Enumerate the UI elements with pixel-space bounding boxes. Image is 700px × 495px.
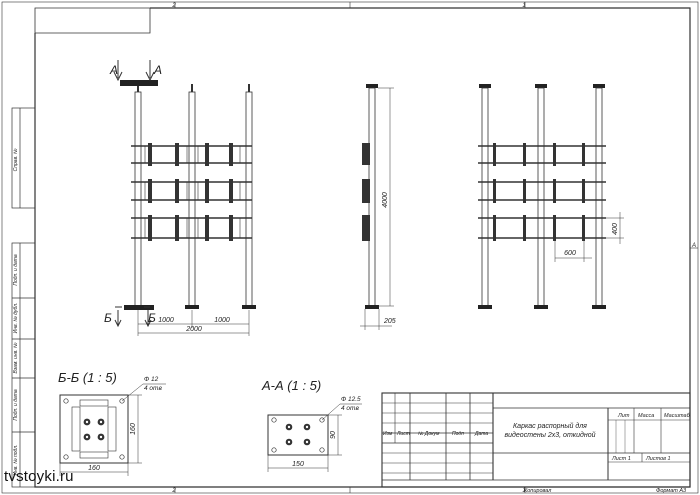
zone-label-top-1: 1 xyxy=(522,3,525,9)
watermark-text: tvstoyki.ru xyxy=(4,468,74,485)
zone-label-right-a: A xyxy=(691,243,696,249)
detail-a-dim-width: 150 xyxy=(292,461,304,468)
front-view xyxy=(113,60,256,336)
tb-header-izm: Изм xyxy=(383,431,393,437)
stamp-reference-no: Справ. № xyxy=(13,148,19,171)
dim-height-4000: 4000 xyxy=(382,192,389,208)
tb-copied-label: Копировал xyxy=(524,488,551,494)
tb-format-label: Формат А3 xyxy=(656,488,687,494)
tb-name-line-1: Каркас распорный для xyxy=(513,422,587,430)
dim-span-1: 1000 xyxy=(158,317,174,324)
detail-b-plate xyxy=(59,383,166,476)
tb-sheet-label: Лист 1 xyxy=(611,456,631,462)
stamp-orig-inv: Инв. № подл. xyxy=(13,444,19,475)
detail-b-title: Б-Б (1 : 5) xyxy=(58,370,117,385)
title-block xyxy=(381,392,691,488)
tb-scale-label: Масштаб xyxy=(664,413,691,419)
detail-b-hole-count: 4 отв xyxy=(144,385,162,392)
tb-name-line-2: видеостены 2х3, откидной xyxy=(505,431,596,439)
section-mark-b-left: Б xyxy=(104,311,112,325)
detail-a-plate xyxy=(267,403,362,472)
detail-b-dim-width: 160 xyxy=(88,465,100,472)
zone-label-top-2: 2 xyxy=(171,3,176,9)
stamp-sign-date-2: Подп. и дата xyxy=(13,389,19,421)
side-view xyxy=(360,84,394,330)
tb-header-sign: Подп xyxy=(452,431,464,437)
dim-span-2: 1000 xyxy=(214,317,230,324)
stamp-sign-date-1: Подп. и дата xyxy=(13,254,19,286)
zone-label-bottom-1: 1 xyxy=(522,488,525,494)
dim-total-width: 2000 xyxy=(185,326,202,333)
dim-span-600: 600 xyxy=(564,250,576,257)
section-mark-b-right: Б xyxy=(148,311,156,325)
stamp-replace-inv: Взам. инв. № xyxy=(13,342,19,374)
detail-b-hole-diameter: Ф 12 xyxy=(144,376,159,383)
section-mark-a-right: A xyxy=(153,63,162,77)
tb-lit-label: Лит xyxy=(617,413,630,419)
zone-label-bottom-2: 2 xyxy=(171,488,176,494)
tb-header-list: Лист xyxy=(396,431,410,437)
detail-b-dim-height: 160 xyxy=(130,423,137,435)
tb-sheets-label: Листов 1 xyxy=(645,456,671,462)
detail-a-hole-diameter: Ф 12.5 xyxy=(341,396,361,403)
detail-a-hole-count: 4 отв xyxy=(341,405,359,412)
tb-header-doc: № Докум xyxy=(418,431,440,437)
tb-header-date: Дата xyxy=(474,431,488,437)
detail-a-dim-height: 90 xyxy=(330,431,337,439)
rear-view xyxy=(478,84,624,309)
detail-a-title: А-А (1 : 5) xyxy=(261,378,321,393)
section-mark-a-left: A xyxy=(109,63,118,77)
dim-depth-205: 205 xyxy=(383,318,396,325)
side-stamp-column xyxy=(11,107,36,488)
tb-mass-label: Масса xyxy=(638,413,654,419)
stamp-dup-inv: Инв. № дубл. xyxy=(13,303,19,334)
dim-shelf-400: 400 xyxy=(612,223,619,235)
